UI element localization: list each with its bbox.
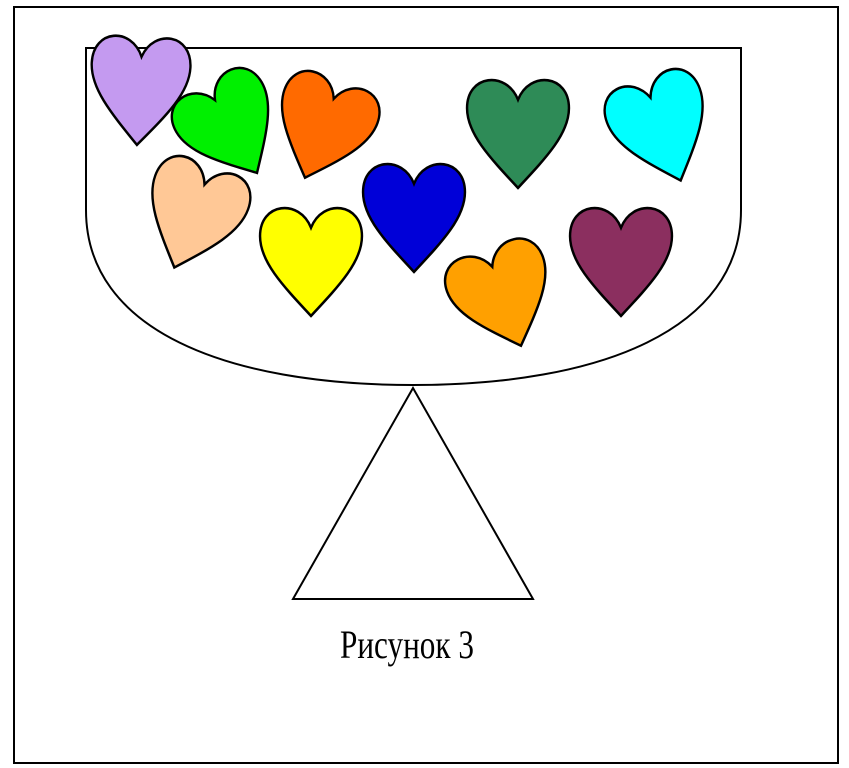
figure-caption: Рисунок 3 [340, 620, 504, 670]
scale-stand [293, 388, 533, 599]
